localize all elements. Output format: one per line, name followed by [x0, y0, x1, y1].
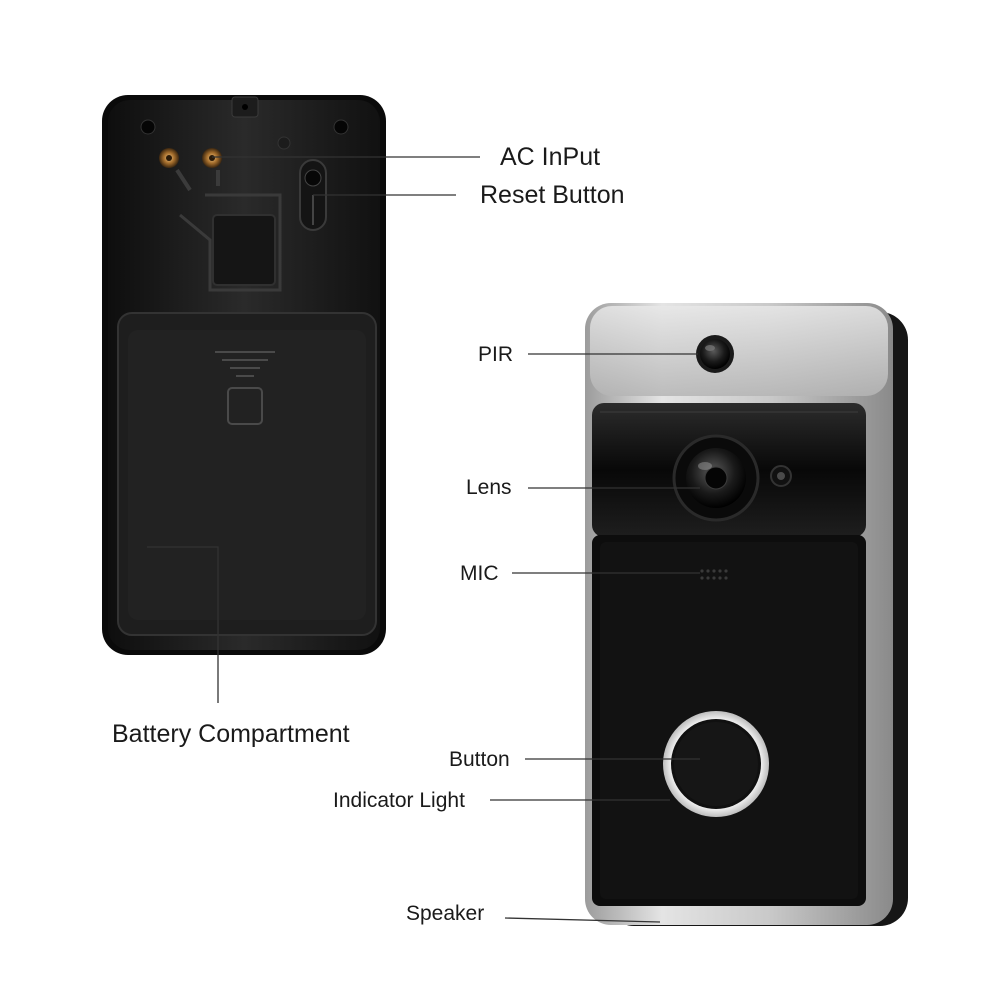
screw-hole-left [140, 119, 156, 135]
speaker-label: Speaker [406, 902, 485, 925]
indicator-light-label: Indicator Light [333, 789, 465, 812]
mic-label: MIC [460, 562, 499, 585]
reset-button-label: Reset Button [480, 181, 625, 209]
leader-speaker [504, 917, 661, 923]
battery-compartment-label: Battery Compartment [112, 720, 350, 748]
screw-hole-right [333, 119, 349, 135]
leader-battery-compartment [147, 546, 219, 703]
reset-button-hole [304, 169, 322, 187]
doorbell-back-view [102, 95, 386, 655]
ac-input-label: AC InPut [500, 143, 601, 171]
leader-lines [147, 156, 700, 923]
doorbell-front-view [585, 303, 908, 926]
mic-holes [700, 569, 728, 580]
pir-label: PIR [478, 343, 514, 366]
lens-label: Lens [466, 476, 512, 499]
button-label: Button [449, 748, 510, 771]
